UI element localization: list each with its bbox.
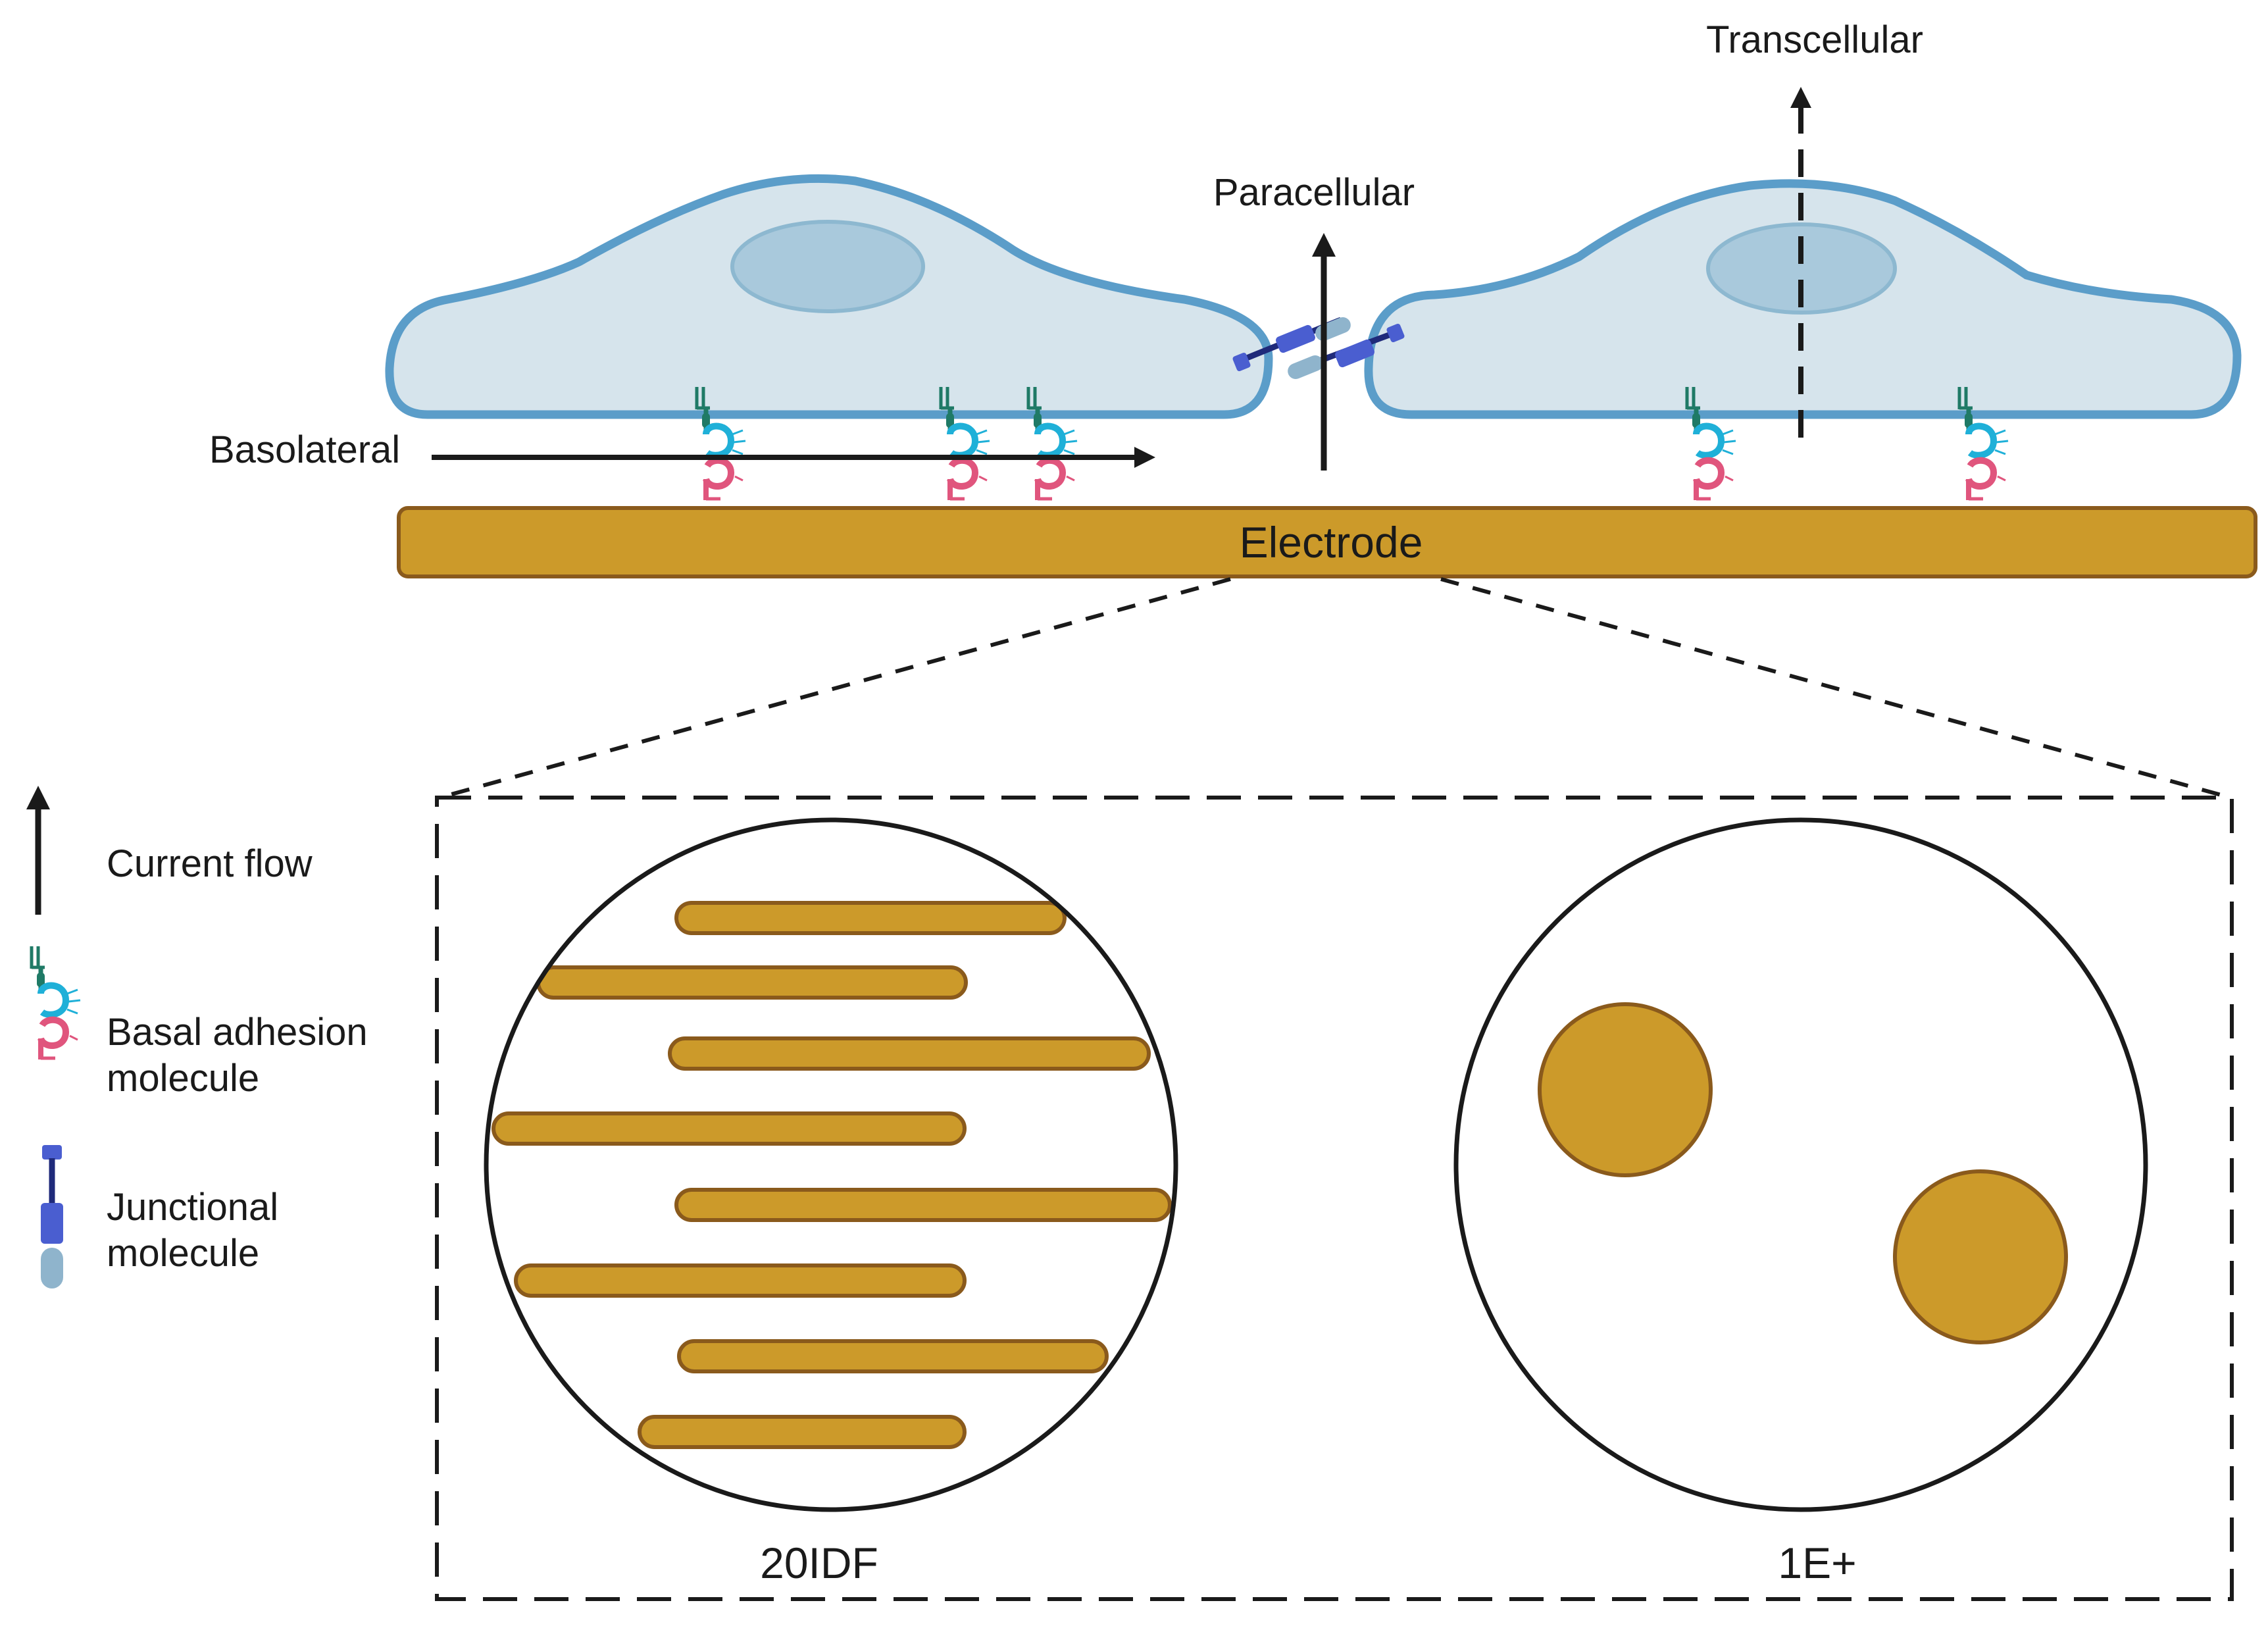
legend-junction-icon bbox=[41, 1145, 63, 1288]
interdigitated-electrode-panel bbox=[484, 817, 1178, 1512]
right-nucleus bbox=[1706, 222, 1897, 315]
basolateral-label: Basolateral bbox=[209, 428, 400, 471]
round-electrode-panel bbox=[1453, 817, 2148, 1512]
left-nucleus bbox=[730, 220, 925, 313]
legend: Current flow Basal adhesion molecule Jun… bbox=[26, 786, 368, 1288]
electrode-label: Electrode bbox=[1240, 518, 1423, 567]
legend-junction-label-1: Junctional bbox=[107, 1186, 278, 1229]
paracellular-label: Paracellular bbox=[1213, 171, 1415, 214]
round-electrode bbox=[1538, 1002, 1713, 1177]
finger-electrode bbox=[674, 901, 1067, 935]
zoom-line-right bbox=[1440, 577, 2231, 800]
legend-adhesion-icon bbox=[32, 946, 80, 1059]
zoom-box bbox=[435, 796, 2234, 1601]
transcellular-label: Transcellular bbox=[1706, 18, 1923, 61]
round-electrode bbox=[1893, 1169, 2068, 1344]
legend-current-flow-label: Current flow bbox=[107, 842, 313, 885]
left-panel-caption: 20IDF bbox=[760, 1539, 878, 1587]
electrode-bar bbox=[397, 506, 2257, 578]
right-panel-caption: 1E+ bbox=[1778, 1539, 1856, 1587]
legend-junction-label-2: molecule bbox=[107, 1232, 259, 1275]
legend-adhesion-label-1: Basal adhesion bbox=[107, 1011, 368, 1054]
finger-electrode bbox=[677, 1339, 1109, 1373]
legend-adhesion-label-2: molecule bbox=[107, 1057, 259, 1100]
finger-electrode bbox=[514, 1263, 967, 1298]
finger-electrode bbox=[491, 1111, 967, 1146]
zoom-line-left bbox=[439, 577, 1231, 800]
finger-electrode bbox=[536, 965, 968, 1000]
finger-electrode bbox=[674, 1188, 1172, 1222]
finger-electrode bbox=[668, 1036, 1151, 1071]
finger-electrode bbox=[638, 1415, 967, 1449]
tight-junction-pair bbox=[1232, 317, 1405, 379]
